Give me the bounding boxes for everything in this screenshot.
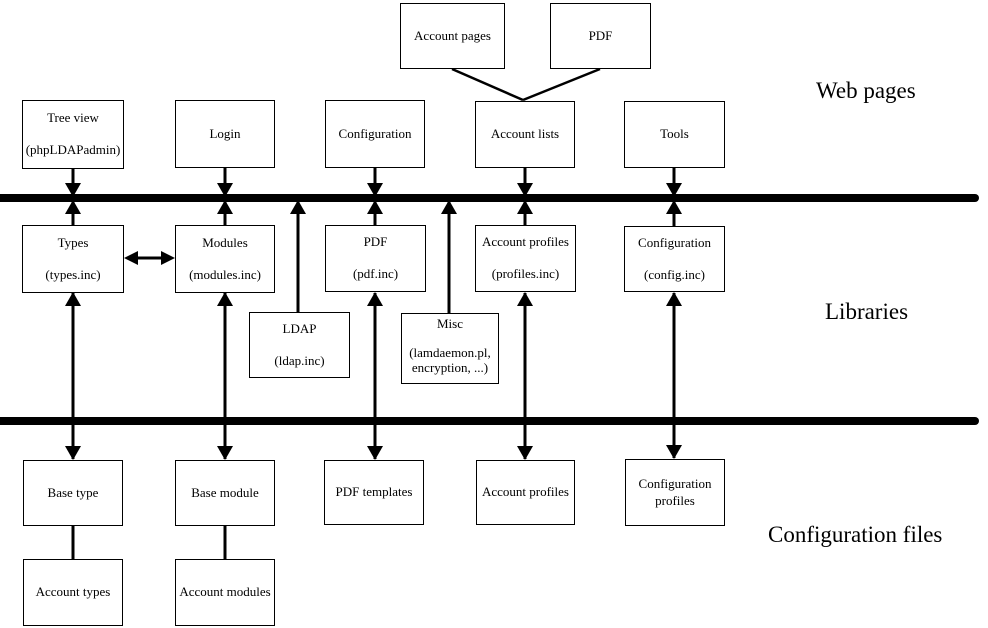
box-label: Configuration [638,234,711,250]
arrow-pdf-pdftemplates [367,292,383,460]
box-label: Modules [202,234,248,250]
box-label: Configuration [638,475,712,491]
box-account-lists: Account lists [475,101,575,168]
box-account-types: Account types [23,559,123,626]
arrow-config-configprofiles [666,292,682,459]
arrow-misc-bus [441,200,457,314]
box-base-module: Base module [175,460,275,526]
box-label: (types.inc) [45,266,101,282]
box-label: Login [209,125,241,141]
box-label: Tree view [47,110,99,126]
box-tools: Tools [624,101,725,168]
box-label: Account profiles [481,234,569,250]
box-label: PDF templates [335,484,413,500]
section-label-libraries: Libraries [825,299,909,324]
box-label: profiles [655,492,695,508]
arrow-accountlists-profiles [517,168,533,226]
box-label: Account types [35,584,111,600]
box-label: Account lists [490,126,560,142]
box-label: encryption, ...) [411,359,489,375]
box-label: Misc [437,316,463,331]
box-label: PDF [363,234,388,250]
line-accountpages-accountlists [451,67,524,102]
box-label: (profiles.inc) [491,266,560,281]
box-label: PDF [588,27,613,43]
box-label: (phpLDAPadmin) [25,142,121,157]
arrow-treeview-types [65,168,81,226]
box-modules: Modules (modules.inc) [175,225,275,293]
box-label: Base module [191,484,259,500]
box-account-modules: Account modules [175,559,275,626]
box-label: LDAP [282,320,317,336]
bus-libraries-config [0,417,979,425]
box-label: (modules.inc) [189,266,261,282]
box-account-pages: Account pages [400,3,505,69]
box-label: (ldap.inc) [274,352,325,368]
box-configuration-page: Configuration [325,100,425,168]
box-pdf-templates: PDF templates [324,460,424,525]
box-label: (config.inc) [643,266,705,282]
section-label-web-pages: Web pages [816,78,916,103]
box-misc: Misc (lamdaemon.pl, encryption, ...) [401,313,499,384]
box-label: (pdf.inc) [352,266,399,281]
box-label: Configuration [338,125,412,141]
box-label: Account pages [414,27,491,43]
box-label: (lamdaemon.pl, [409,344,491,360]
box-label: Tools [660,126,689,142]
arrow-configuration-pdf [367,168,383,226]
arrow-login-modules [217,168,233,226]
arrow-modules-basemodule [217,292,233,460]
arrow-types-basetype [65,292,81,460]
arrow-profiles-accountprofiles [517,292,533,460]
box-label: Types [57,234,89,250]
bus-web-libraries [0,194,979,202]
box-login: Login [175,100,275,168]
box-base-type: Base type [23,460,123,526]
box-tree-view: Tree view (phpLDAPadmin) [22,100,124,169]
box-configuration-lib: Configuration (config.inc) [624,226,725,292]
arrow-tools-config [666,168,682,227]
box-label: Account profiles [481,484,569,500]
section-label-configuration-files: Configuration files [768,522,943,547]
arrow-types-modules [124,251,175,265]
line-pdf-accountlists [522,67,601,102]
box-configuration-profiles: Configuration profiles [625,459,725,526]
box-label: Account modules [179,584,271,600]
box-types: Types (types.inc) [22,225,124,293]
box-pdf-lib: PDF (pdf.inc) [325,225,426,292]
box-account-profiles-lib: Account profiles (profiles.inc) [475,225,576,292]
box-label: Base type [47,484,99,500]
box-pdf-page: PDF [550,3,651,69]
arrow-ldap-bus [290,200,306,313]
box-ldap: LDAP (ldap.inc) [249,312,350,378]
box-account-profiles-cfg: Account profiles [476,460,575,525]
